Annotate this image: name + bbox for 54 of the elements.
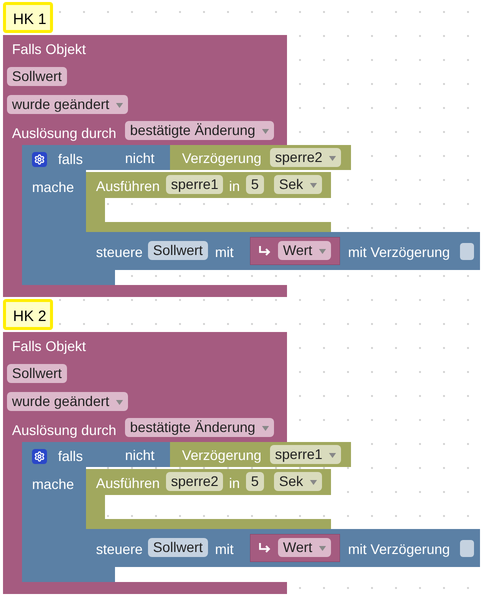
value-field: Sollwert [148, 538, 208, 557]
dropdown-field: Sek [274, 175, 322, 194]
dropdown-field: Wert [278, 538, 332, 557]
block-label: falls [58, 447, 83, 466]
value-field: 5 [246, 175, 264, 194]
not-block [115, 442, 172, 467]
value-block [250, 237, 340, 265]
block-label: in [229, 474, 240, 493]
dropdown-field: bestätigte Änderung [125, 418, 274, 437]
value-block [250, 534, 340, 562]
dropdown-field: sperre2 [270, 148, 342, 167]
block-label: Auslösung durch [12, 421, 116, 440]
dropdown-field: wurde geändert [7, 392, 128, 411]
block-label: Ausführen [96, 177, 160, 196]
control-block [86, 529, 480, 567]
control-block [86, 232, 480, 270]
execute-block [86, 469, 331, 529]
block-label: mit Verzögerung [348, 243, 450, 262]
value-field: Sollwert [7, 67, 67, 86]
not-block [115, 145, 172, 170]
block-label: Auslösung durch [12, 124, 116, 143]
block-label: mache [32, 178, 74, 197]
block-label: mache [32, 475, 74, 494]
value-field: 5 [246, 472, 264, 491]
block-label: nicht [125, 446, 155, 465]
block-label: in [229, 177, 240, 196]
execute-block [86, 172, 331, 232]
block-label: steuere [96, 540, 143, 559]
block-label: falls [58, 150, 83, 169]
block-label: Verzögerung [182, 446, 262, 465]
block-label: mit [215, 243, 234, 262]
comment-label [3, 2, 53, 33]
value-field: sperre2 [166, 472, 224, 491]
block-label: Ausführen [96, 474, 160, 493]
block-label: Falls Objekt [12, 40, 86, 59]
block-label: mit Verzögerung [348, 540, 450, 559]
block-label: steuere [96, 243, 143, 262]
block-label: HK 1 [13, 10, 46, 30]
block-label: nicht [125, 149, 155, 168]
block-label: HK 2 [13, 307, 46, 327]
dropdown-field: Wert [278, 241, 332, 260]
value-field: Sollwert [148, 241, 208, 260]
dropdown-field: bestätigte Änderung [125, 121, 274, 140]
dropdown-field: Sek [274, 472, 322, 491]
delay-block [170, 442, 351, 467]
dropdown-field: sperre1 [270, 445, 342, 464]
dropdown-field: wurde geändert [7, 95, 128, 114]
block-label: Verzögerung [182, 149, 262, 168]
delay-block [170, 145, 351, 170]
value-field: sperre1 [166, 175, 224, 194]
block-label: mit [215, 540, 234, 559]
comment-label [3, 299, 53, 330]
block-label: Falls Objekt [12, 337, 86, 356]
value-field: Sollwert [7, 364, 67, 383]
